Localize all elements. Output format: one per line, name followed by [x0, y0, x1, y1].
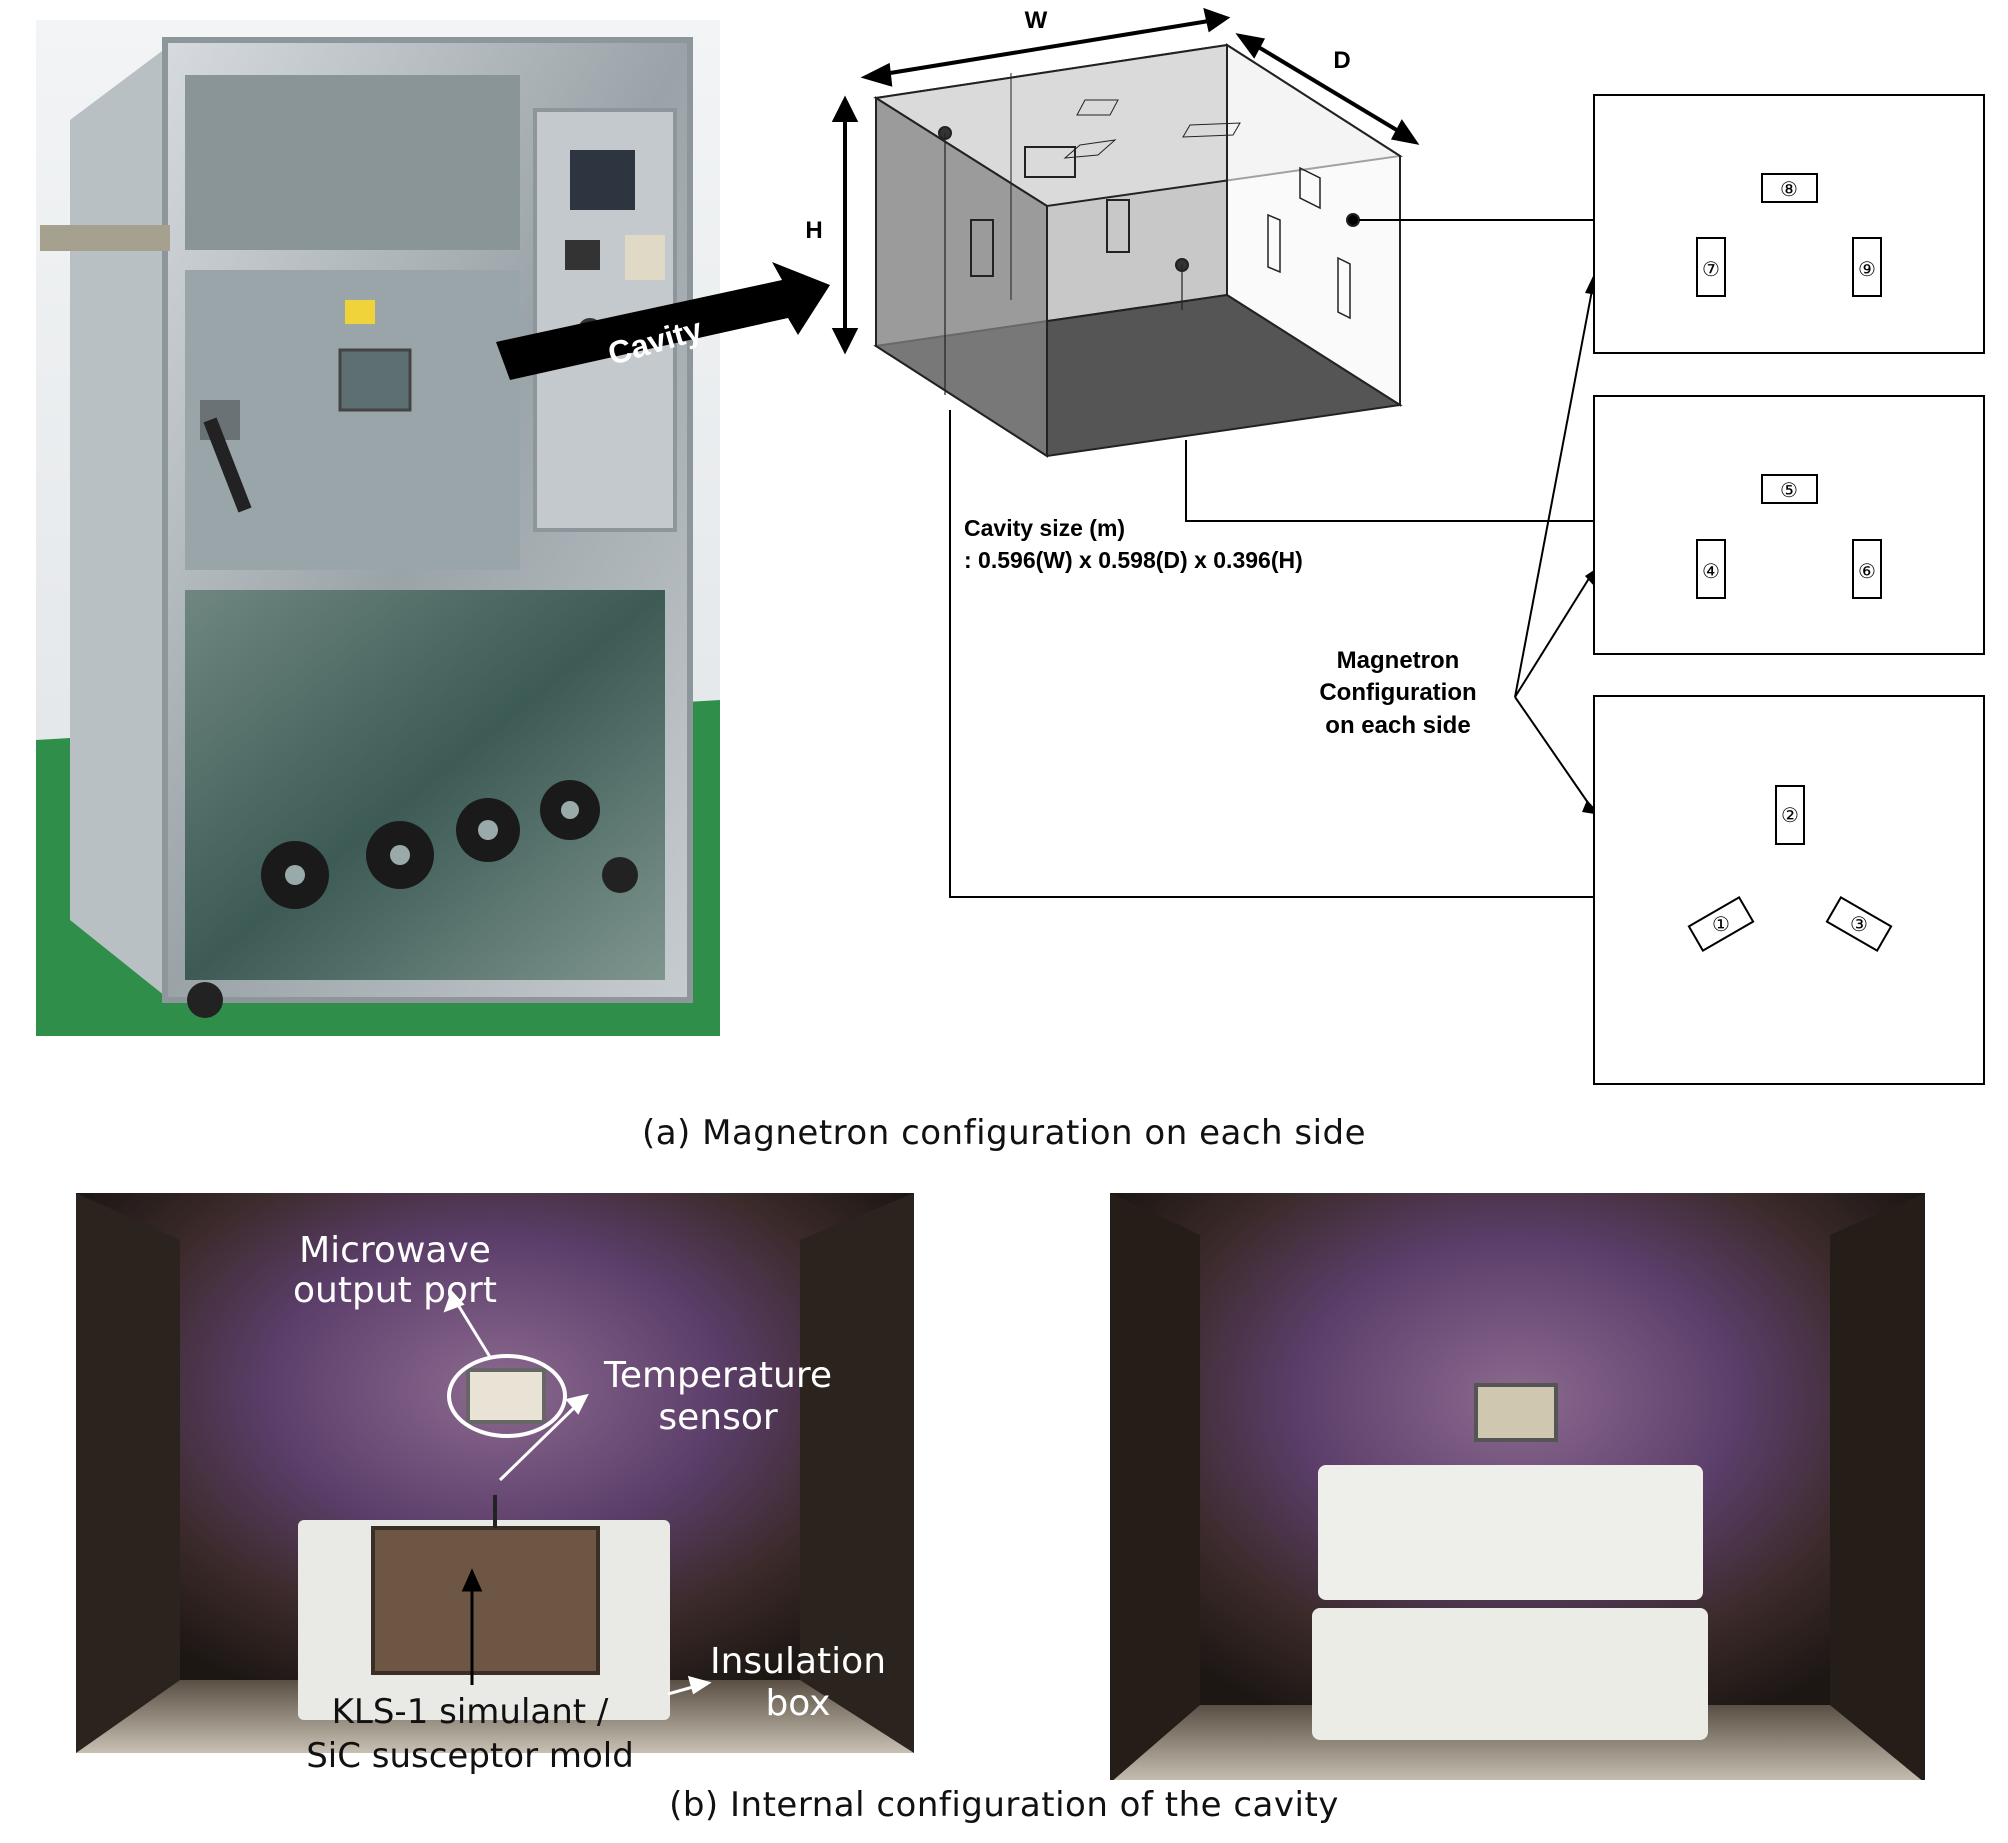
port-7: ⑦ [1702, 259, 1720, 281]
port-3: ③ [1850, 914, 1868, 936]
panel-top: ⑦ ⑧ ⑨ [1593, 94, 1985, 354]
label-insulation-1: Insulation [710, 1641, 886, 1682]
caption-a: (a) Magnetron configuration on each side [641, 1113, 1367, 1153]
label-mold-1: KLS-1 simulant / [331, 1692, 609, 1732]
magnetron-label-2: Configuration [1319, 679, 1476, 706]
port-9: ⑨ [1858, 259, 1876, 281]
cavity-size-dims: : 0.596(W) x 0.598(D) x 0.396(H) [964, 547, 1303, 573]
port-6: ⑥ [1858, 561, 1876, 583]
fan-icons [261, 780, 600, 909]
connector-lines [949, 219, 1594, 898]
port-4: ④ [1702, 561, 1720, 583]
cavity-photo-left [76, 1193, 914, 1753]
cavity-box [873, 43, 1403, 458]
label-mold-2: SiC susceptor mold [306, 1736, 634, 1776]
label-mold: KLS-1 simulant / SiC susceptor mold [300, 1690, 640, 1778]
label-output-port-2: output port [293, 1270, 497, 1311]
port-1: ① [1712, 914, 1730, 936]
magnetron-label-1: Magnetron [1337, 647, 1460, 674]
dim-d-label: D [1333, 47, 1350, 74]
cavity-size-title: Cavity size (m) [964, 515, 1125, 541]
label-insulation-2: box [765, 1683, 830, 1724]
figure-b-canvas: Microwave output port Temperature sensor… [76, 1193, 1925, 1780]
port-8: ⑧ [1780, 179, 1798, 201]
photo-arrows [443, 1290, 712, 1696]
magnetron-label-3: on each side [1325, 712, 1470, 739]
label-temp-sensor-1: Temperature [603, 1355, 832, 1396]
cavity-photo-right [1110, 1193, 1925, 1780]
port-2: ② [1781, 805, 1799, 827]
dim-w-label: W [1025, 7, 1048, 34]
port-5: ⑤ [1780, 480, 1798, 502]
caption-b: (b) Internal configuration of the cavity [669, 1785, 1339, 1825]
equipment-photo [36, 20, 720, 1036]
dim-h-label: H [805, 217, 822, 244]
dimension-arrows [831, 7, 1420, 355]
panel-middle: ④ ⑤ ⑥ [1593, 395, 1985, 655]
panel-bottom: ① ② ③ [1593, 695, 1985, 1085]
figure-a-canvas: Cavity [36, 7, 1985, 1085]
label-output-port-1: Microwave [299, 1230, 491, 1271]
label-temp-sensor-2: sensor [658, 1397, 778, 1438]
